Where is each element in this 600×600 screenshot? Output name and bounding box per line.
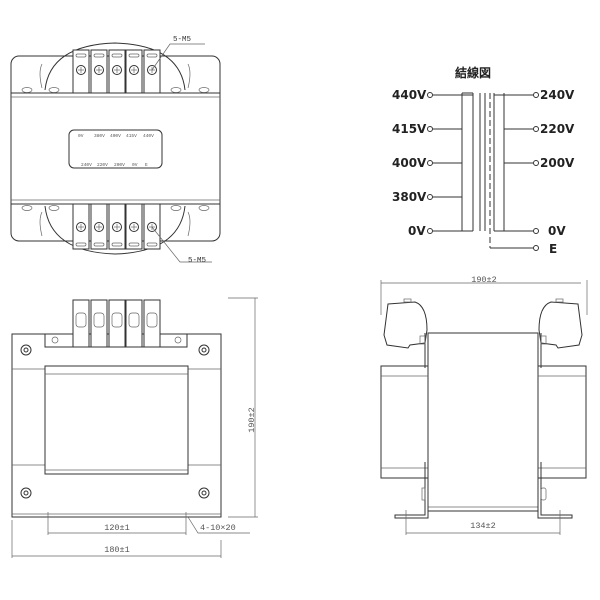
nameplate-label: 220V: [97, 162, 108, 168]
terminal-block-primary: [72, 49, 161, 94]
terminal-block-secondary: [72, 203, 161, 250]
callout-leader: [151, 226, 212, 263]
nameplate-label: E: [145, 162, 148, 168]
tap-label-380v: 380V: [392, 190, 427, 204]
tap-label-240v: 240V: [540, 88, 575, 102]
nameplate-label: 380V: [94, 133, 105, 139]
tap-label-220v: 220V: [540, 122, 575, 136]
callout-leader: [151, 43, 205, 71]
tap-label-440v: 440V: [392, 88, 427, 102]
nameplate-label: 400V: [110, 133, 121, 139]
side-view: 190±2 134±2: [380, 275, 588, 535]
nameplate-label: 240V: [81, 162, 92, 168]
front-view: 190±2 120±1 4-10×20 180±1: [11, 297, 258, 558]
nameplate-label: 415V: [126, 133, 137, 139]
wiring-title: 結線図: [455, 65, 491, 80]
nameplate: [68, 129, 163, 169]
callout-bottom-label: 5-M5: [188, 257, 207, 265]
nameplate-label: 0V: [132, 162, 138, 168]
hole-spec-label: 4-10×20: [200, 523, 236, 533]
nameplate-label: 200V: [114, 162, 125, 168]
tap-label-400v: 400V: [392, 156, 427, 170]
base-pitch-dimension: 134±2: [470, 521, 496, 531]
width-dimension: 180±1: [104, 545, 130, 555]
tap-label-415v: 415V: [392, 122, 427, 136]
top-view: 0V 380V 400V 415V 440V 240V 220V 200V 0V…: [10, 36, 221, 265]
tap-label-earth: E: [549, 242, 557, 256]
tap-label-0v-primary: 0V: [408, 224, 426, 238]
nameplate-label: 0V: [78, 133, 84, 139]
nameplate-label: 440V: [143, 133, 154, 139]
callout-top-label: 5-M5: [173, 36, 192, 44]
tap-label-0v-secondary: 0V: [548, 224, 566, 238]
tap-label-200v: 200V: [540, 156, 575, 170]
hole-pitch-dimension: 120±1: [104, 523, 130, 533]
height-dimension: 190±2: [247, 407, 257, 433]
side-width-dimension: 190±2: [471, 275, 497, 285]
wiring-diagram: 結線図 440V 415V 40: [392, 65, 575, 256]
